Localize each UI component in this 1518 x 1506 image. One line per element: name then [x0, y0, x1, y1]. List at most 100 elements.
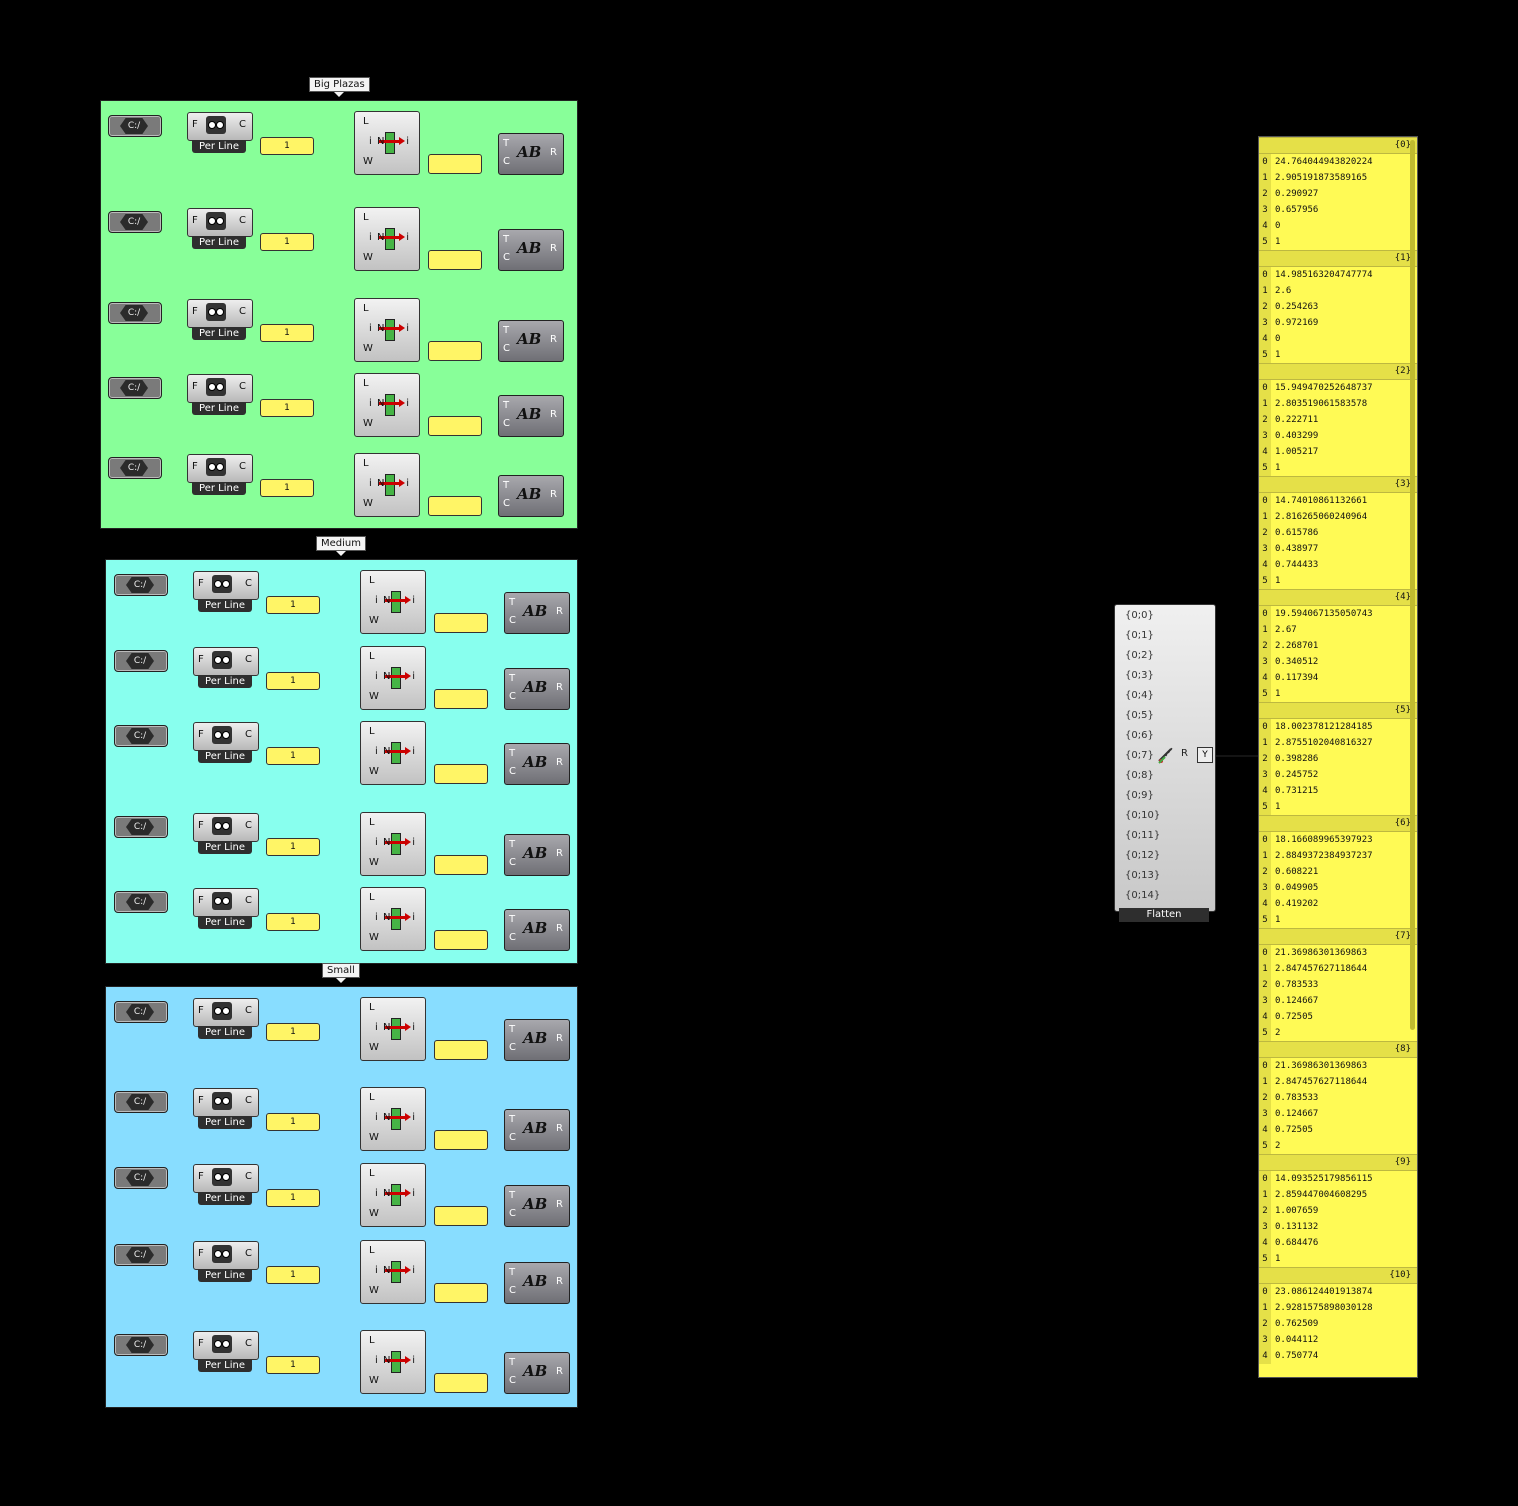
read-output-port[interactable]: C — [245, 895, 252, 906]
list-input-port[interactable]: W — [363, 156, 373, 167]
list-output-port[interactable]: i — [412, 746, 415, 757]
list-input-port[interactable]: W — [363, 418, 373, 429]
text-output-port[interactable]: R — [556, 757, 563, 768]
file-path-param[interactable]: C:/ — [114, 1167, 168, 1189]
list-input-port[interactable]: W — [369, 857, 379, 868]
flatten-input-port[interactable]: {0;2} — [1125, 650, 1154, 661]
read-output-port[interactable]: C — [245, 1171, 252, 1182]
text-input-port[interactable]: C — [509, 1042, 516, 1053]
text-input-port[interactable]: T — [509, 1190, 516, 1201]
index-number-panel[interactable]: 1 — [266, 1113, 320, 1131]
flatten-input-port[interactable]: {0;3} — [1125, 670, 1154, 681]
read-mode-label[interactable]: Per Line — [198, 1116, 252, 1129]
read-output-port[interactable]: C — [239, 306, 246, 317]
text-output-port[interactable]: R — [556, 1366, 563, 1377]
list-input-port[interactable]: L — [369, 817, 375, 828]
index-number-panel[interactable]: 1 — [266, 838, 320, 856]
read-file-component[interactable]: F C Per Line — [187, 112, 253, 153]
text-input-port[interactable]: T — [509, 1114, 516, 1125]
list-input-port[interactable]: L — [369, 726, 375, 737]
flatten-component[interactable]: {0;0}{0;1}{0;2}{0;3}{0;4}{0;5}{0;6}{0;7}… — [1114, 604, 1216, 912]
list-input-port[interactable]: i — [375, 912, 378, 923]
file-path-param[interactable]: C:/ — [114, 650, 168, 672]
read-input-port[interactable]: F — [198, 1095, 204, 1106]
text-panel[interactable] — [434, 689, 488, 709]
list-input-port[interactable]: W — [363, 252, 373, 263]
list-input-port[interactable]: i — [375, 1112, 378, 1123]
text-input-port[interactable]: T — [503, 138, 510, 149]
read-mode-label[interactable]: Per Line — [192, 140, 246, 153]
text-input-port[interactable]: C — [503, 252, 510, 263]
index-number-panel[interactable]: 1 — [260, 479, 314, 497]
flatten-input-port[interactable]: {0;7} — [1125, 750, 1154, 761]
text-output-port[interactable]: R — [556, 923, 563, 934]
index-number-panel[interactable]: 1 — [266, 1189, 320, 1207]
list-input-port[interactable]: L — [369, 651, 375, 662]
list-input-port[interactable]: L — [369, 1245, 375, 1256]
list-output-port[interactable]: i — [412, 1265, 415, 1276]
flatten-input-port[interactable]: {0;13} — [1125, 870, 1161, 881]
text-panel[interactable] — [434, 855, 488, 875]
text-input-port[interactable]: T — [503, 400, 510, 411]
flatten-input-port[interactable]: {0;8} — [1125, 770, 1154, 781]
list-output-port[interactable]: i — [412, 1188, 415, 1199]
read-input-port[interactable]: F — [198, 895, 204, 906]
list-output-port[interactable]: i — [412, 1112, 415, 1123]
read-input-port[interactable]: F — [192, 306, 198, 317]
read-input-port[interactable]: F — [192, 119, 198, 130]
text-panel[interactable] — [434, 1130, 488, 1150]
flatten-input-port[interactable]: {0;11} — [1125, 830, 1161, 841]
read-input-port[interactable]: F — [198, 578, 204, 589]
read-output-port[interactable]: C — [239, 119, 246, 130]
list-output-port[interactable]: i — [406, 232, 409, 243]
text-output-port[interactable]: R — [556, 606, 563, 617]
text-input-port[interactable]: C — [509, 1208, 516, 1219]
list-output-port[interactable]: i — [406, 478, 409, 489]
list-input-port[interactable]: i — [369, 323, 372, 334]
text-panel[interactable] — [428, 250, 482, 270]
text-input-port[interactable]: C — [503, 418, 510, 429]
index-number-panel[interactable]: 1 — [266, 747, 320, 765]
index-number-panel[interactable]: 1 — [266, 1266, 320, 1284]
text-input-port[interactable]: C — [503, 343, 510, 354]
read-input-port[interactable]: F — [192, 381, 198, 392]
file-path-param[interactable]: C:/ — [114, 1334, 168, 1356]
list-input-port[interactable]: W — [369, 691, 379, 702]
list-input-port[interactable]: L — [363, 212, 369, 223]
text-input-port[interactable]: T — [503, 480, 510, 491]
text-input-port[interactable]: C — [509, 1285, 516, 1296]
read-input-port[interactable]: F — [198, 654, 204, 665]
list-input-port[interactable]: L — [369, 1002, 375, 1013]
read-mode-label[interactable]: Per Line — [198, 1192, 252, 1205]
list-output-port[interactable]: i — [406, 323, 409, 334]
flatten-graft-icon[interactable]: Y — [1197, 747, 1213, 763]
read-input-port[interactable]: F — [192, 461, 198, 472]
list-output-port[interactable]: i — [412, 1355, 415, 1366]
list-input-port[interactable]: L — [369, 1092, 375, 1103]
text-input-port[interactable]: T — [509, 1357, 516, 1368]
read-input-port[interactable]: F — [192, 215, 198, 226]
text-output-port[interactable]: R — [556, 1276, 563, 1287]
text-output-port[interactable]: R — [556, 848, 563, 859]
list-input-port[interactable]: i — [375, 837, 378, 848]
list-input-port[interactable]: i — [375, 1355, 378, 1366]
list-input-port[interactable]: i — [369, 398, 372, 409]
